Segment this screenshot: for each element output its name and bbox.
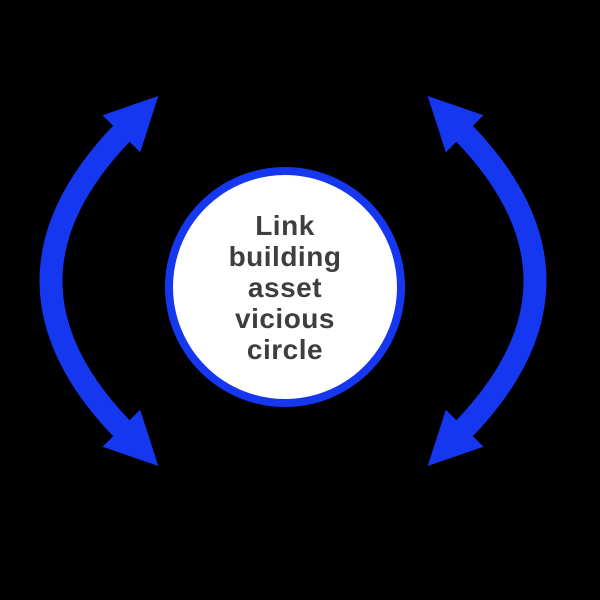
- right-cycle-arrow-icon: [427, 95, 547, 467]
- center-circle-label: Link building asset vicious circle: [229, 210, 342, 365]
- circle-label-line: building: [228, 240, 342, 272]
- circle-label-line: circle: [246, 333, 324, 365]
- circle-label-line: asset: [247, 271, 323, 303]
- center-circle: Link building asset vicious circle: [165, 167, 405, 407]
- circle-label-line: Link: [255, 209, 315, 241]
- left-cycle-arrow-icon: [39, 95, 159, 467]
- circle-label-line: vicious: [235, 302, 335, 334]
